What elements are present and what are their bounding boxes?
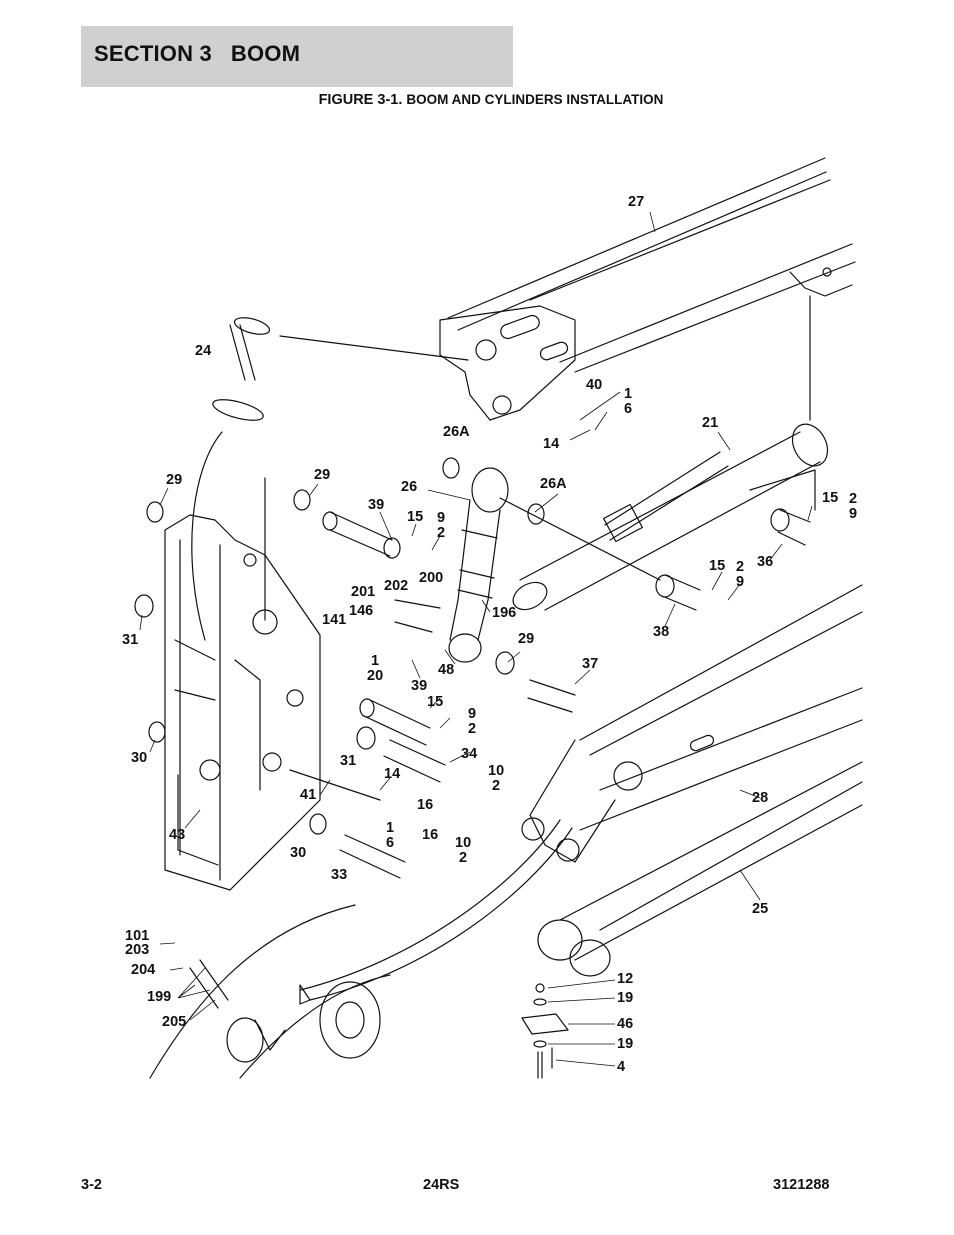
figure-caption: FIGURE 3-1. BOOM AND CYLINDERS INSTALLAT… (0, 92, 954, 108)
callout-33: 33 (331, 867, 348, 883)
callout-200: 200 (419, 570, 444, 586)
cylinder-21-drawing (512, 423, 829, 611)
callout-40: 40 (586, 377, 603, 393)
callout-38: 38 (653, 624, 670, 640)
callout-16-lower: 16 (422, 827, 439, 843)
callout-4: 4 (617, 1059, 626, 1075)
callout-146: 146 (349, 603, 374, 619)
callout-15-upper: 15 (407, 509, 424, 525)
callout-9-2-upper: 9 2 (437, 510, 446, 541)
callout-30-left: 30 (131, 750, 148, 766)
footer-doc-number: 3121288 (773, 1177, 830, 1193)
footer-page-number: 3-2 (81, 1177, 102, 1193)
mount-43-drawing (164, 477, 321, 891)
callout-39-lower: 39 (411, 678, 428, 694)
boom-27-drawing (439, 157, 856, 421)
section-header: SECTION 3 BOOM (81, 26, 513, 87)
callout-26a-right: 26A (540, 476, 567, 492)
callout-31-mid: 31 (340, 753, 357, 769)
callout-15-mid: 15 (709, 558, 726, 574)
callout-2-9-mid: 2 9 (736, 559, 745, 590)
callout-21: 21 (702, 415, 719, 431)
callout-1-6-lower: 1 6 (386, 820, 395, 851)
callout-36: 36 (757, 554, 774, 570)
callout-26: 26 (401, 479, 418, 495)
callout-29-left: 29 (166, 472, 183, 488)
callout-41: 41 (300, 787, 317, 803)
figure-title: BOOM AND CYLINDERS INSTALLATION (406, 92, 664, 107)
pins-and-bushings-drawing (134, 317, 816, 879)
callout-9-2-lower: 9 2 (468, 706, 477, 737)
callout-27: 27 (628, 194, 645, 210)
callout-28: 28 (752, 790, 769, 806)
callout-29-lower: 29 (518, 631, 535, 647)
callout-19-upper: 19 (617, 990, 634, 1006)
callout-30-mid: 30 (290, 845, 307, 861)
callout-12: 12 (617, 971, 634, 987)
callout-1-20: 1 20 (367, 653, 384, 684)
figure-number: FIGURE 3-1. (318, 92, 403, 108)
callout-14-lower: 14 (384, 766, 401, 782)
cylinder-196-drawing (394, 467, 661, 663)
callout-2-9-right: 2 9 (849, 491, 858, 522)
callout-203: 203 (125, 942, 150, 958)
callout-48: 48 (438, 662, 455, 678)
callout-39-upper: 39 (368, 497, 385, 513)
callout-201: 201 (351, 584, 376, 600)
callout-43: 43 (169, 827, 186, 843)
leader-lines (139, 211, 813, 1067)
boom-25-drawing (537, 761, 863, 977)
callout-29-mid: 29 (314, 467, 331, 483)
callout-101: 101 (125, 928, 150, 944)
callout-25: 25 (752, 901, 769, 917)
callout-46: 46 (617, 1016, 634, 1032)
boom-28-drawing (521, 584, 863, 863)
callout-37: 37 (582, 656, 599, 672)
callout-14: 14 (543, 436, 560, 452)
hardware-stack-drawing (521, 983, 569, 1079)
callout-196: 196 (492, 605, 517, 621)
section-title: SECTION 3 BOOM (94, 41, 301, 66)
callout-1-6: 1 6 (624, 386, 633, 417)
callout-15-right: 15 (822, 490, 839, 506)
callout-34: 34 (461, 746, 478, 762)
callout-204: 204 (131, 962, 156, 978)
callout-199: 199 (147, 989, 172, 1005)
callout-202: 202 (384, 578, 409, 594)
callout-26a-upper: 26A (443, 424, 470, 440)
callout-16-mid: 16 (417, 797, 434, 813)
callout-205: 205 (162, 1014, 187, 1030)
footer-model: 24RS (423, 1177, 460, 1193)
callout-19-lower: 19 (617, 1036, 634, 1052)
callout-10-2-lower: 10 2 (455, 835, 472, 866)
callout-24: 24 (195, 343, 212, 359)
callout-10-2-upper: 10 2 (488, 763, 505, 794)
chassis-drawing (149, 819, 573, 1079)
callout-15-lower: 15 (427, 694, 444, 710)
callout-141: 141 (322, 612, 347, 628)
callout-31-left: 31 (122, 632, 139, 648)
